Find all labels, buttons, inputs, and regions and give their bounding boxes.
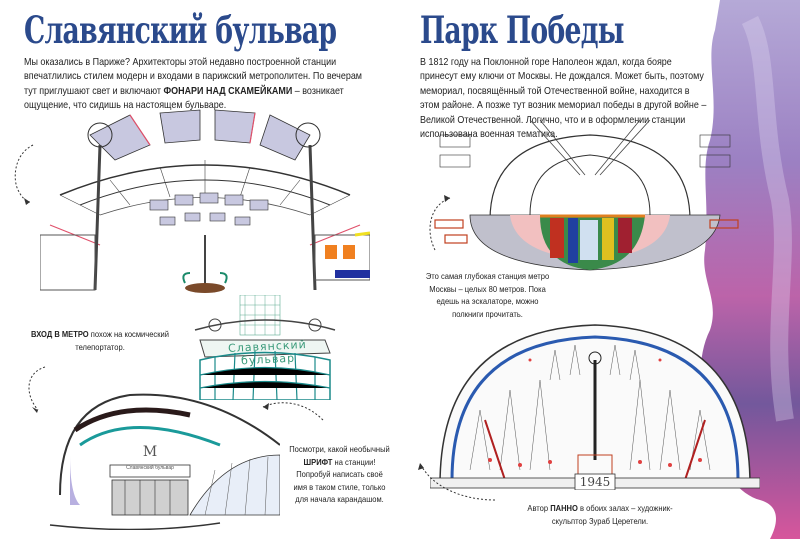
park-pobedy-hall-illustration [434,120,739,271]
intro-part: – возникает ощущение, что сидишь на наст… [24,85,344,112]
dotted-arrow [28,366,46,413]
caption-depth: Это самая глубокая станция метро Москвы … [425,271,550,319]
intro-bold: ФОНАРИ НАД СКАМЕЙКАМИ [163,85,293,97]
caption-part: на станции! Попробуй написать своё имя в… [293,456,386,505]
caption-bold: ВХОД В МЕТРО [31,329,89,339]
caption-part: Автор [527,503,551,513]
caption-font: Посмотри, какой необычный ШРИФТ на станц… [289,443,390,506]
caption-bold: ПАННО [550,503,578,513]
station-hall-illustration [40,109,370,293]
caption-bold: ШРИФТ [303,456,333,467]
left-page: Славянский бульвар Мы оказались в Париже… [14,8,390,530]
dotted-arrow [418,462,496,501]
dotted-arrow [262,402,324,421]
caption-part: в обоих залах – художник-скульптор Зураб… [551,503,673,526]
intro-text-park-pobedy: В 1812 году на Поклонной горе Наполеон ж… [420,57,707,141]
caption-part: Посмотри, какой необычный [289,444,390,454]
caption-entrance: ВХОД В МЕТРО похож на космический телепо… [30,328,171,353]
entrance-arch-illustration [194,295,336,400]
glass-entrance-illustration: M [49,393,280,530]
panel-year: 1945 [579,475,611,489]
dotted-arrow [429,195,451,251]
entrance-sign-text: Славянский бульвар [126,465,174,471]
intro-part: Мы оказались в Париже? Архитекторы этой … [24,57,362,97]
caption-author: Автор ПАННО в обоих залах – художник-ску… [512,502,688,527]
station-title-slavyansky: Славянский бульвар [24,8,337,52]
right-page: Парк Победы В 1812 году на Поклонной гор… [400,0,800,539]
svg-text:M: M [143,444,157,460]
caption-rest: похож на космический телепортатор. [75,329,169,352]
dotted-arrow [14,144,34,205]
station-title-park-pobedy: Парк Победы [420,8,624,52]
intro-text-slavyansky: Мы оказались в Париже? Архитекторы этой … [24,56,367,114]
victory-panel-illustration [430,324,760,490]
